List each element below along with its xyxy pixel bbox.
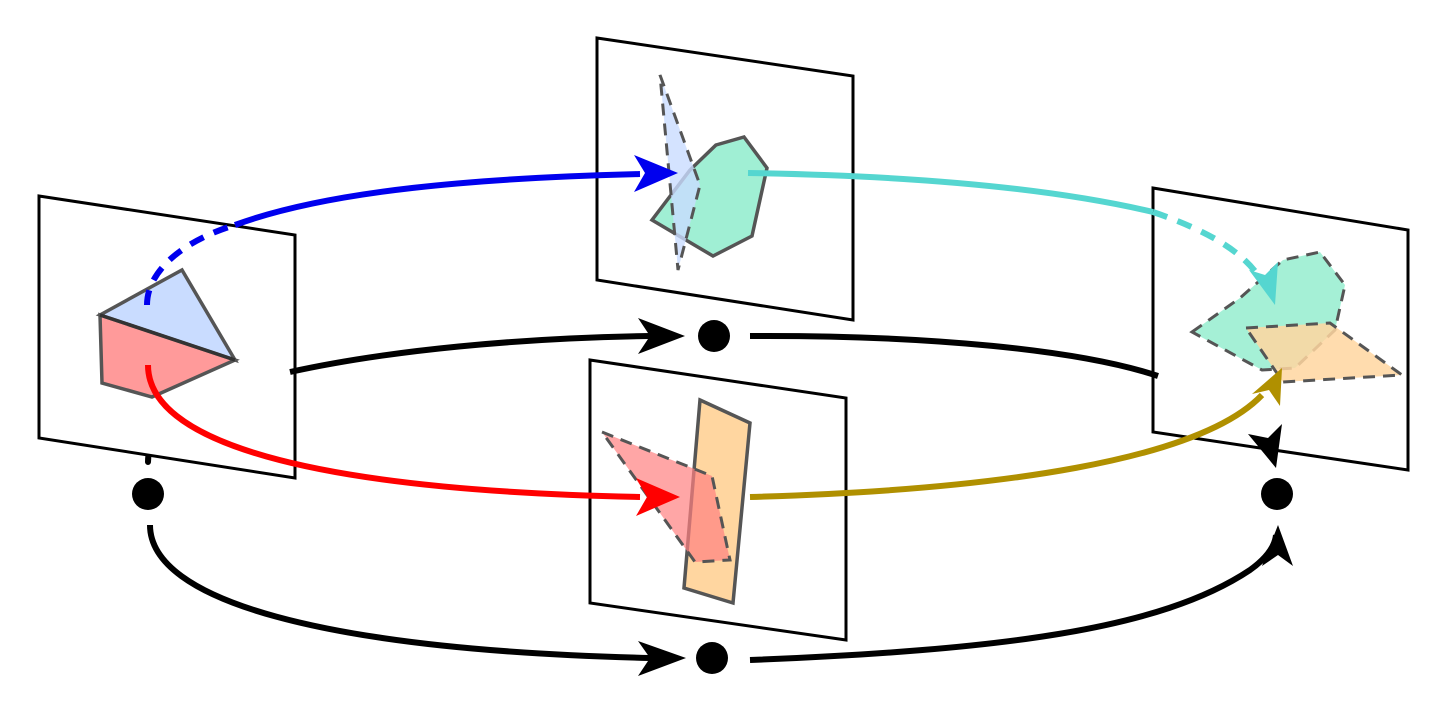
lower-right-path (749, 525, 1293, 663)
bottom-center-plane (588, 358, 848, 642)
top-node (698, 320, 730, 352)
lower-left-path (147, 524, 686, 676)
upper-ellipse-left-path (289, 318, 685, 375)
left-plane (37, 194, 297, 480)
right-orange-shape (1243, 321, 1407, 384)
right-plane (1151, 186, 1410, 472)
left-node (132, 478, 164, 510)
cyan-path (747, 170, 1278, 305)
upper-ellipse-right-path (749, 332, 1159, 379)
red-path (145, 364, 680, 516)
olive-path (749, 368, 1282, 500)
right-node (1261, 478, 1293, 510)
upper-ellipse-right-arrowhead (1248, 424, 1282, 468)
top-center-plane (595, 36, 855, 322)
bottom-node (696, 642, 728, 674)
blue-path (144, 155, 678, 306)
